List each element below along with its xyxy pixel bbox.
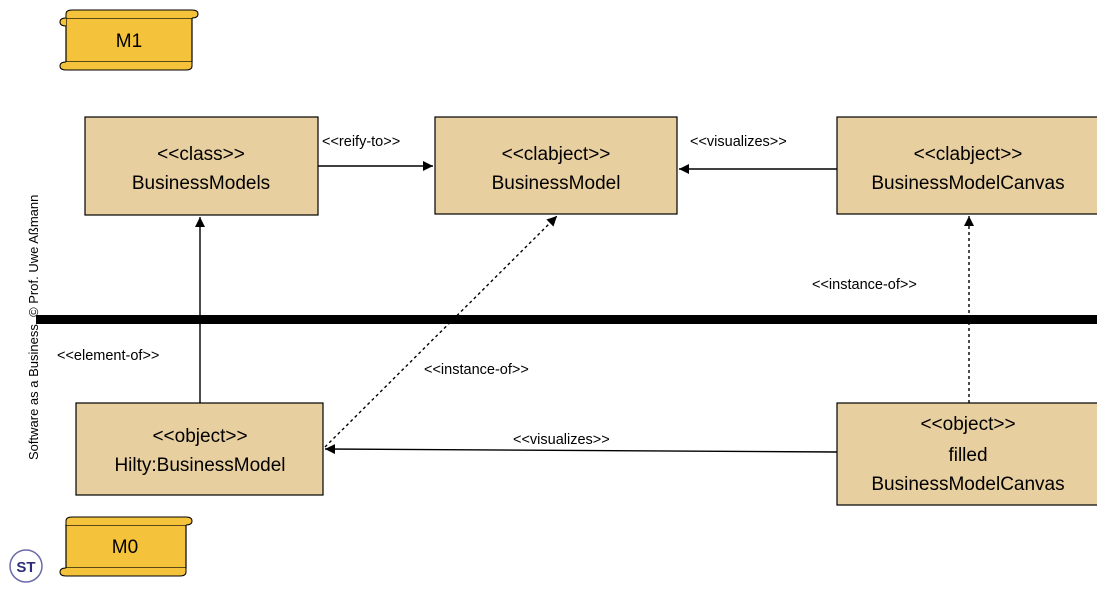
box-filled-canvas-line2: filled [948, 445, 987, 466]
box-business-model-canvas: <<clabject>> BusinessModelCanvas [836, 116, 1097, 215]
edge-instance-of-diagonal [324, 215, 558, 448]
edge-visualizes-top-label: <<visualizes>> [690, 134, 787, 150]
scroll-m1-label: M1 [116, 31, 142, 52]
box-business-model-stereotype: <<clabject>> [502, 144, 611, 165]
box-business-models-stereotype: <<class>> [157, 144, 245, 165]
edge-reify-to-label: <<reify-to>> [322, 134, 400, 150]
edge-instance-of-diagonal-label: <<instance-of>> [424, 362, 529, 378]
box-business-model-name: BusinessModel [492, 173, 621, 194]
box-business-models: <<class>> BusinessModels [84, 116, 319, 216]
scroll-m0-label: M0 [112, 537, 138, 558]
edge-instance-of-right-label: <<instance-of>> [812, 277, 917, 293]
box-filled-canvas-stereotype: <<object>> [920, 414, 1015, 435]
box-hilty-business-model: <<object>> Hilty:BusinessModel [75, 402, 324, 496]
box-business-models-name: BusinessModels [132, 173, 270, 194]
side-copyright-text: Software as a Business, © Prof. Uwe Aßma… [26, 195, 41, 460]
edge-visualizes-bottom [324, 444, 838, 455]
box-hilty-stereotype: <<object>> [152, 426, 247, 447]
box-filled-canvas-name: BusinessModelCanvas [871, 474, 1064, 495]
edge-visualizes-bottom-label: <<visualizes>> [513, 432, 610, 448]
box-business-model: <<clabject>> BusinessModel [434, 116, 678, 215]
box-business-model-canvas-name: BusinessModelCanvas [871, 173, 1064, 194]
box-filled-canvas: <<object>> filled BusinessModelCanvas [836, 402, 1097, 506]
meta-level-divider [36, 315, 1097, 324]
scroll-m0: M0 [59, 516, 193, 577]
scroll-m1: M1 [59, 9, 199, 71]
box-business-model-canvas-stereotype: <<clabject>> [914, 144, 1023, 165]
box-hilty-name: Hilty:BusinessModel [114, 455, 285, 476]
st-logo: ST [9, 549, 43, 583]
svg-text:ST: ST [16, 559, 35, 576]
edge-element-of-label: <<element-of>> [57, 348, 159, 364]
